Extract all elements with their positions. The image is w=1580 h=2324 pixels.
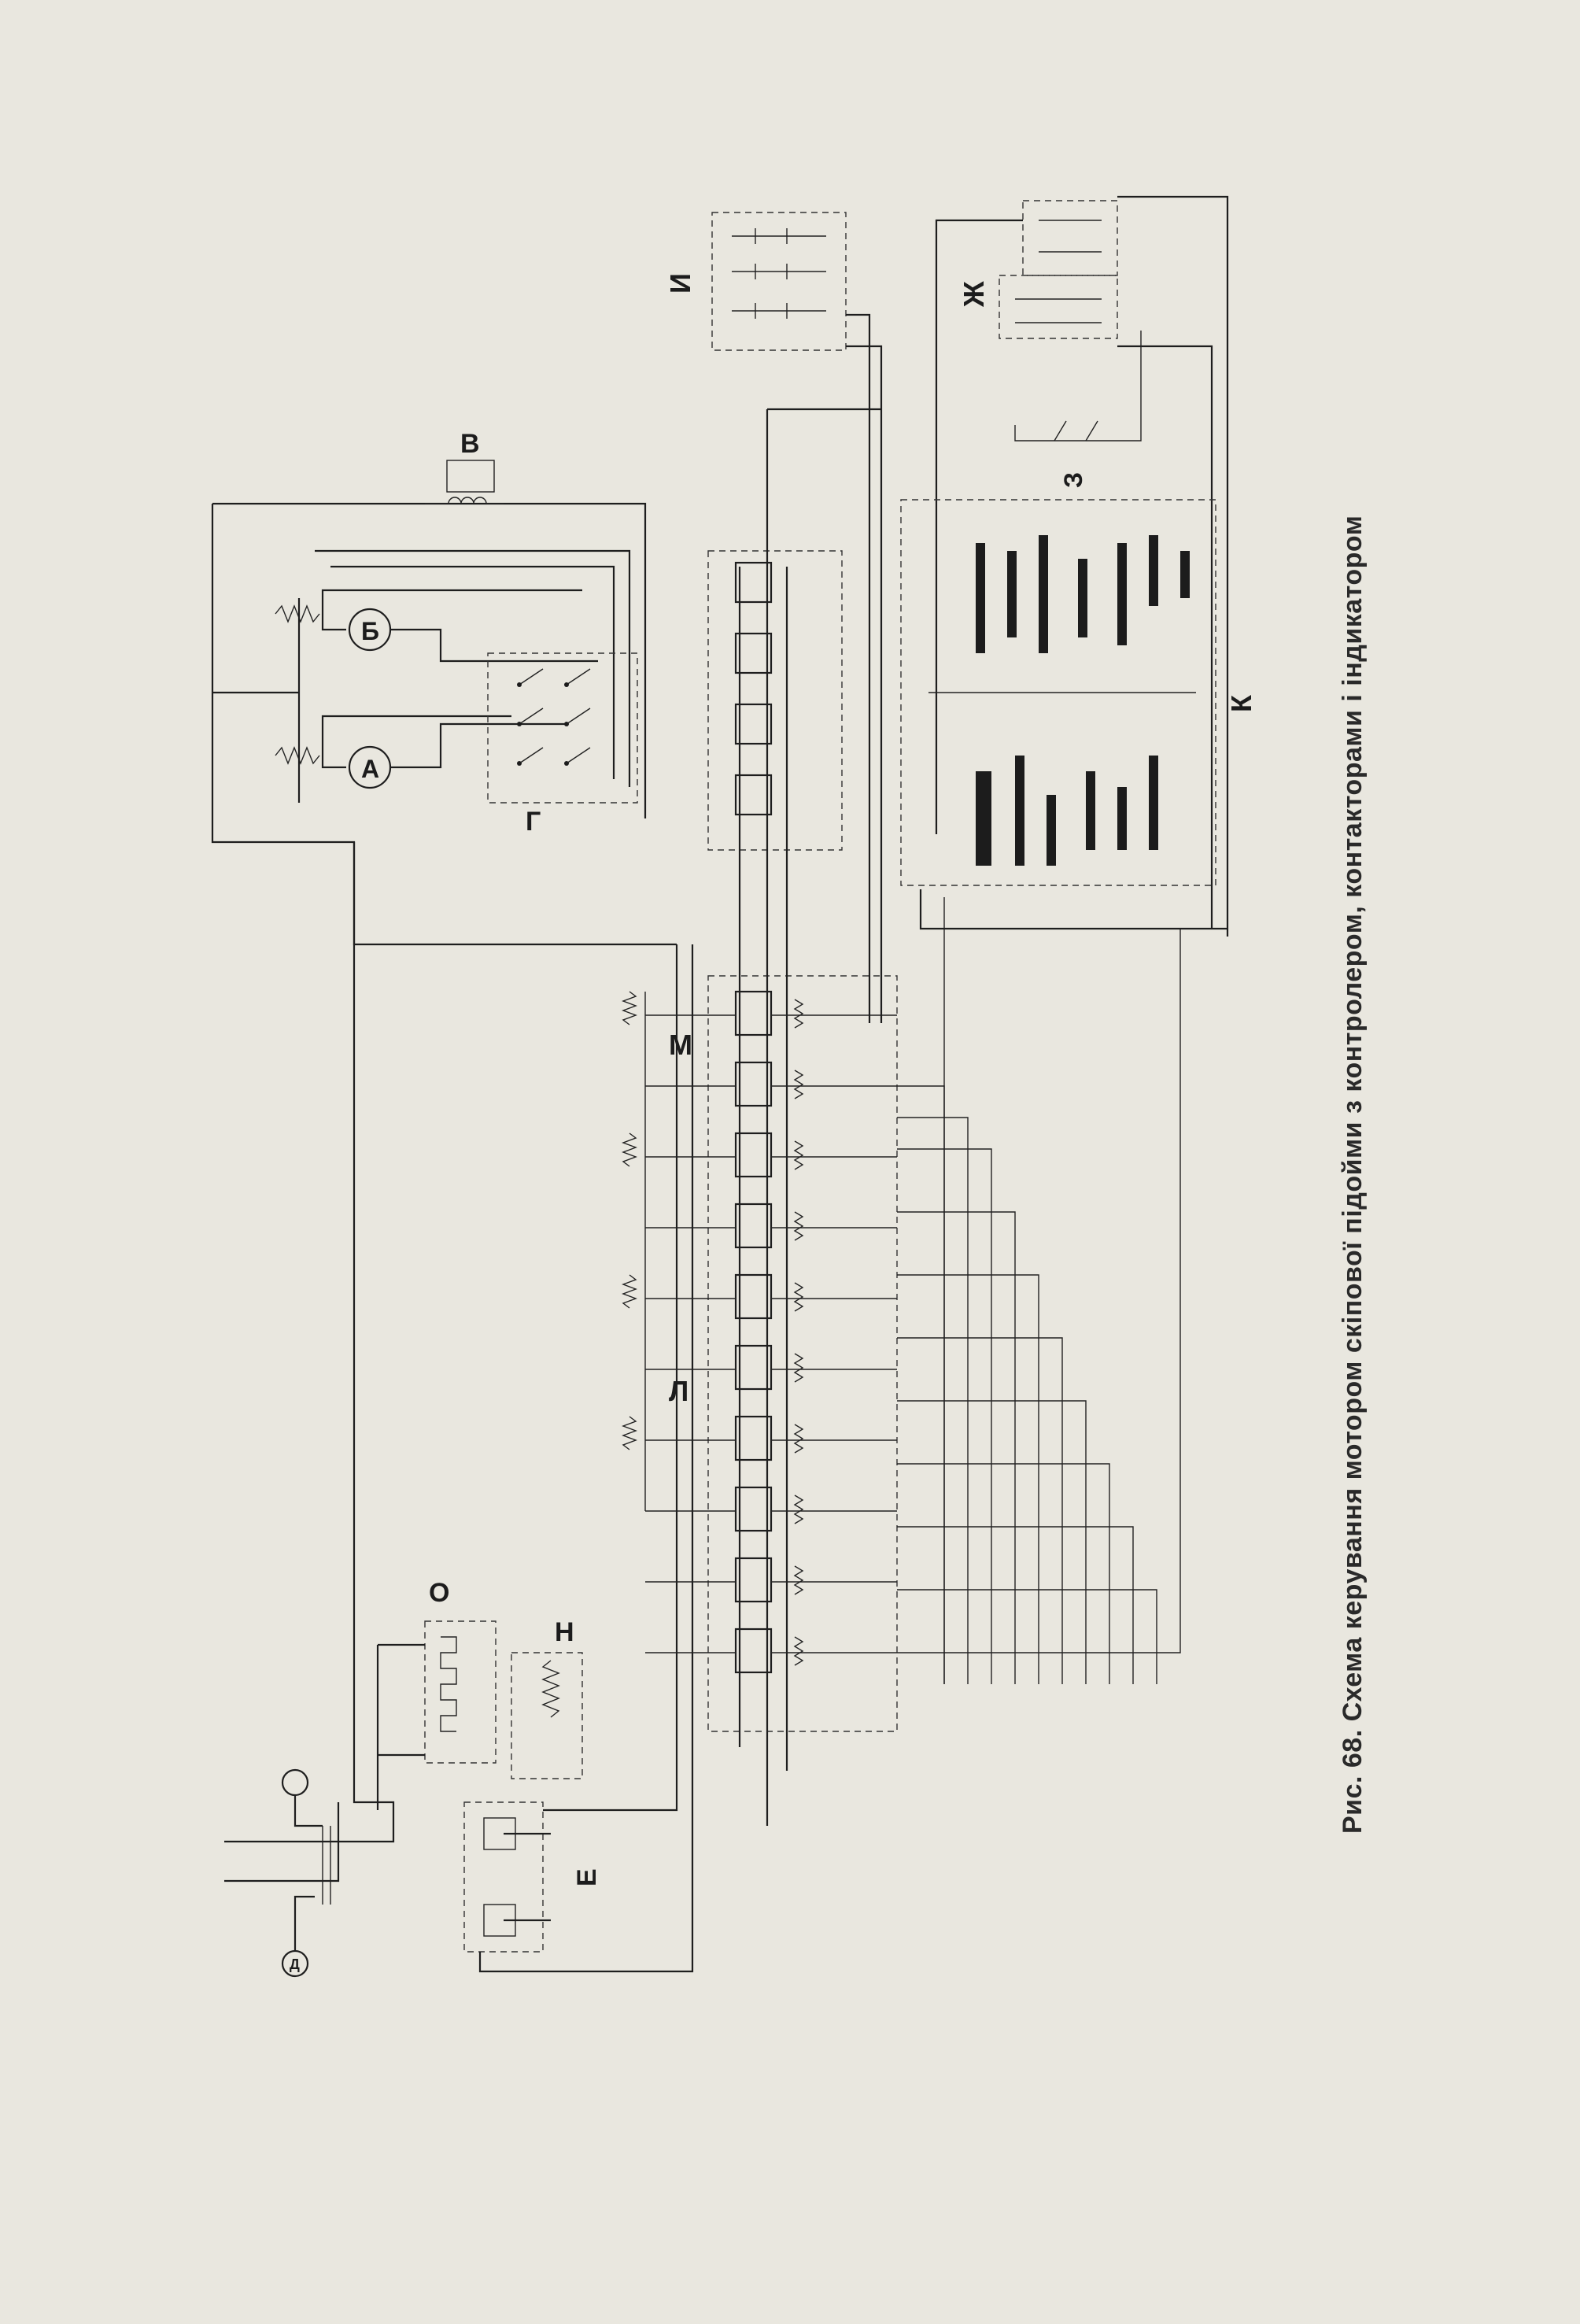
relay-group-zh: Ж З <box>935 195 1229 937</box>
contactor-spring <box>793 1070 804 1099</box>
coil-v-label: В <box>460 429 480 459</box>
contactor-spring <box>793 1495 804 1524</box>
ladder-m-label: М <box>669 1029 692 1061</box>
contactor-coil <box>734 1203 773 1249</box>
ladder-l-label: Л <box>669 1375 688 1407</box>
motor-b-label: Б <box>361 617 379 645</box>
supply-and-protection: Д Е О Н <box>224 842 694 1978</box>
contactor-coil <box>734 1415 773 1461</box>
motor-generator-group: А Б Г В <box>211 429 677 946</box>
contactor-spring <box>793 999 804 1029</box>
relay-group-i: И <box>664 212 883 1023</box>
contactor-coil <box>734 1557 773 1603</box>
contactor-spring <box>793 1353 804 1383</box>
contactor-spring <box>793 1211 804 1241</box>
contactor-coil <box>734 990 773 1036</box>
figure-caption: Рис. 68. Схема керування мотором скіпово… <box>1338 515 1368 1834</box>
contactor-spring <box>793 1636 804 1666</box>
contactor-coil <box>734 703 773 745</box>
motor-a-label: А <box>361 755 379 783</box>
contactor-spring <box>793 1140 804 1170</box>
contactor-coil <box>734 561 773 604</box>
switch-g-label: Г <box>526 807 541 837</box>
bus-wires <box>897 897 1181 1684</box>
contactor-spring <box>793 1282 804 1312</box>
contactor-spring <box>793 1424 804 1454</box>
contactor-coil <box>734 1486 773 1532</box>
resistor-ladder: М Л <box>622 991 692 1511</box>
relay-zh-label: Ж <box>958 281 990 308</box>
ammeter-d-label: Д <box>290 1956 300 1972</box>
contactor-spring <box>793 1565 804 1595</box>
controller-k-label: К <box>1225 694 1257 712</box>
contactor-column <box>645 550 898 1826</box>
contactor-coil <box>734 632 773 674</box>
contactor-coil <box>734 1344 773 1391</box>
contactor-coil <box>734 774 773 816</box>
block-e-label: Е <box>572 1868 602 1886</box>
controller-k: К <box>900 499 1257 930</box>
resistor-o-label: О <box>429 1578 449 1608</box>
contactor-coil <box>734 1273 773 1320</box>
contactor-coil <box>734 1061 773 1107</box>
relay-i-label: И <box>664 273 696 294</box>
contactor-coil <box>734 1628 773 1674</box>
block-n-label: Н <box>555 1617 574 1647</box>
contactor-coil <box>734 1132 773 1178</box>
switch-z-label: З <box>1059 472 1087 488</box>
